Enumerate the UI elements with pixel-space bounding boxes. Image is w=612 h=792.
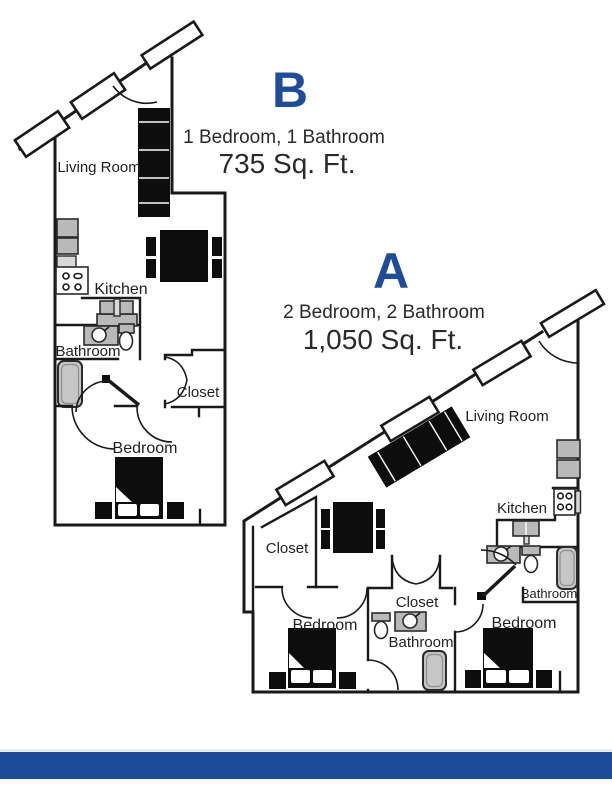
unit-a-kitchen-sink	[512, 520, 540, 545]
unit-a-bed-left	[269, 628, 356, 689]
unit-a-bedroom-right-door-arc	[454, 603, 484, 633]
unit-b-floorplan: Living Room Kitchen Bathroom Closet Bedr…	[13, 19, 227, 527]
unit-b-bed	[95, 457, 184, 519]
footer-bar	[0, 752, 612, 779]
unit-a-closet-middle	[366, 554, 454, 590]
unit-b-closet-label: Closet	[177, 384, 220, 401]
unit-b-bathroom-label: Bathroom	[55, 343, 120, 360]
unit-a-toilet-middle	[371, 612, 391, 640]
unit-a-closet-left-walls	[260, 494, 318, 589]
unit-a-nightstand-right-1	[465, 670, 481, 688]
unit-a-bathroom-middle-door-arc	[367, 659, 399, 691]
unit-a-bed-right	[465, 628, 562, 694]
unit-a-windows	[274, 339, 533, 507]
unit-a-entry-door	[538, 288, 606, 364]
unit-b-entry-swing-arc	[112, 85, 158, 105]
unit-b-stove	[55, 266, 89, 295]
unit-a-letter: A	[373, 243, 409, 299]
unit-b-kitchen-sink	[96, 298, 138, 327]
unit-b-kitchen-label: Kitchen	[94, 281, 147, 298]
unit-b-bathroom-door	[75, 375, 141, 413]
unit-b-area: 735 Sq. Ft.	[219, 148, 356, 179]
footer-divider-line	[0, 749, 612, 752]
unit-a-area: 1,050 Sq. Ft.	[303, 324, 463, 355]
unit-b-bedroom-door-arc	[71, 405, 116, 450]
unit-a-bathroom-right-door	[477, 549, 517, 600]
unit-a-bathroom-middle-walls	[366, 586, 457, 694]
unit-b-nightstand-right	[167, 502, 184, 519]
unit-b-vanity-sink	[83, 325, 119, 346]
unit-a-floorplan: Living Room Closet Kitchen Closet Bathro…	[242, 288, 606, 694]
unit-b-windows	[13, 71, 127, 159]
unit-b-title-block: B 1 Bedroom, 1 Bathroom 735 Sq. Ft.	[183, 62, 385, 179]
unit-a-specs: 2 Bedroom, 2 Bathroom	[283, 302, 485, 323]
unit-a-closet-left-label: Closet	[266, 540, 309, 557]
unit-b-closet-doors	[164, 356, 188, 405]
unit-a-vanity-middle	[394, 611, 427, 632]
unit-b-refrigerator	[56, 218, 79, 272]
unit-b-hall-door-arc	[136, 406, 173, 443]
unit-b-dining-table	[146, 230, 222, 282]
unit-a-refrigerator	[556, 439, 581, 479]
unit-b-letter: B	[272, 62, 308, 118]
unit-b-specs: 1 Bedroom, 1 Bathroom	[183, 127, 385, 148]
unit-a-closet-middle-label: Closet	[396, 594, 439, 611]
unit-a-bathroom-right-walls	[521, 586, 580, 604]
unit-b-bedroom-label: Bedroom	[113, 440, 178, 457]
unit-a-dining-table	[321, 502, 385, 553]
unit-a-bathtub-right	[556, 546, 578, 590]
unit-a-bathroom-middle-label: Bathroom	[388, 634, 453, 651]
unit-b-outer-walls	[53, 56, 227, 527]
unit-a-closet-left-door-arc	[281, 587, 313, 619]
unit-a-bedroom-right-label: Bedroom	[492, 615, 557, 632]
unit-a-sofa	[367, 406, 471, 488]
unit-a-title-block: A 2 Bedroom, 2 Bathroom 1,050 Sq. Ft.	[283, 243, 485, 355]
unit-b-entry-door	[112, 19, 205, 105]
unit-a-bedroom-left-label: Bedroom	[293, 617, 358, 634]
unit-a-bathroom-right-label: Bathroom	[521, 586, 577, 601]
unit-b-toilet	[118, 323, 135, 351]
unit-a-stove	[553, 488, 582, 516]
unit-a-kitchen-label: Kitchen	[497, 500, 547, 517]
unit-b-nightstand-left	[95, 502, 112, 519]
unit-a-bedroom-left-door-arc	[336, 587, 368, 619]
unit-a-nightstand-left-2	[339, 672, 356, 689]
unit-b-sofa	[138, 108, 170, 217]
unit-a-nightstand-left-1	[269, 672, 286, 689]
unit-b-bedroom-wall	[53, 404, 202, 527]
unit-b-living-room-label: Living Room	[57, 159, 140, 176]
unit-a-toilet-right	[521, 545, 541, 574]
unit-a-bathtub-middle	[422, 650, 447, 691]
unit-a-living-room-label: Living Room	[465, 408, 548, 425]
unit-a-entry-swing-arc	[538, 340, 579, 364]
unit-a-nightstand-right-2	[536, 670, 552, 688]
